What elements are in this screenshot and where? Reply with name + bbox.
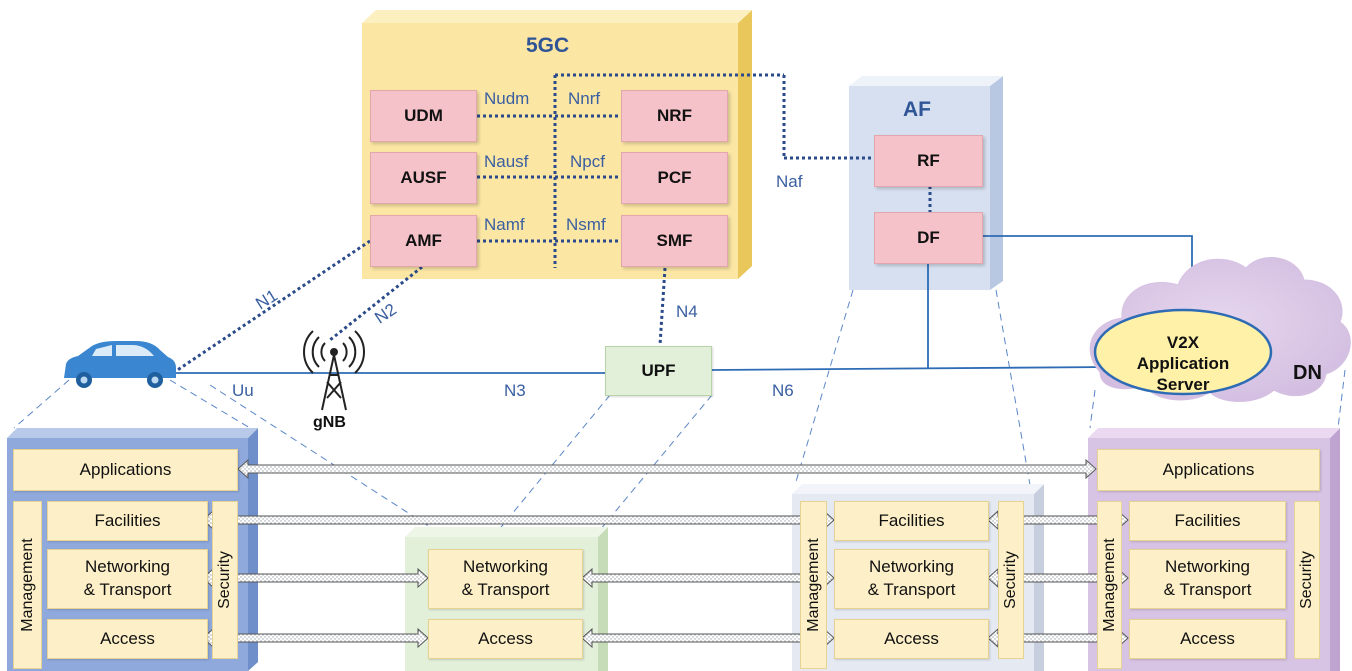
amf-box: AMF bbox=[370, 215, 477, 267]
car-icon bbox=[64, 341, 176, 388]
data-plane-lines bbox=[175, 235, 1193, 374]
nudm-label: Nudm bbox=[484, 89, 530, 108]
smf-box: SMF bbox=[621, 215, 728, 267]
af-security-text: Security bbox=[1002, 551, 1019, 609]
vehicle-networking: Networking & Transport bbox=[47, 549, 208, 609]
vehicle-access: Access bbox=[47, 619, 208, 659]
upf-networking-line2: & Transport bbox=[461, 580, 550, 599]
n3-label: N3 bbox=[504, 381, 526, 400]
dn-management: Management bbox=[1097, 501, 1122, 669]
af-access: Access bbox=[834, 619, 989, 659]
vehicle-networking-line1: Networking bbox=[84, 557, 171, 577]
vehicle-networking-line2: & Transport bbox=[83, 580, 172, 599]
af-networking-line2: & Transport bbox=[867, 580, 956, 599]
gnb-label: gNB bbox=[313, 414, 346, 431]
af-networking: Networking & Transport bbox=[834, 549, 989, 609]
af-networking-line1: Networking bbox=[868, 557, 955, 577]
nausf-label: Nausf bbox=[484, 152, 529, 171]
nrf-box: NRF bbox=[621, 90, 728, 142]
nnrf-label: Nnrf bbox=[568, 89, 601, 108]
n4-label: N4 bbox=[676, 302, 698, 321]
dn-management-text: Management bbox=[1100, 538, 1118, 632]
upf-box: UPF bbox=[605, 346, 712, 396]
upf-access: Access bbox=[428, 619, 583, 659]
upf-networking: Networking & Transport bbox=[428, 549, 583, 609]
dn-cloud bbox=[1089, 257, 1351, 402]
dn-applications: Applications bbox=[1097, 449, 1320, 491]
server-line-2: Application bbox=[1136, 354, 1230, 373]
naf-label: Naf bbox=[776, 172, 803, 191]
pcf-box: PCF bbox=[621, 152, 728, 204]
udm-box: UDM bbox=[370, 90, 477, 142]
vehicle-facilities: Facilities bbox=[47, 501, 208, 541]
npcf-label: Npcf bbox=[570, 152, 605, 171]
vehicle-applications: Applications bbox=[13, 449, 238, 491]
dn-security-text: Security bbox=[1298, 551, 1315, 609]
af-management: Management bbox=[800, 501, 827, 669]
namf-label: Namf bbox=[484, 215, 525, 234]
uu-label: Uu bbox=[232, 381, 254, 400]
af-title: AF bbox=[903, 98, 931, 121]
dn-label: DN bbox=[1293, 362, 1322, 384]
server-line-1: V2X bbox=[1166, 333, 1200, 352]
af-facilities: Facilities bbox=[834, 501, 989, 541]
dn-security: Security bbox=[1294, 501, 1320, 659]
vehicle-security: Security bbox=[212, 501, 238, 659]
arrow-facilities bbox=[202, 509, 835, 531]
upf-networking-line1: Networking bbox=[462, 557, 549, 577]
vehicle-management: Management bbox=[13, 501, 42, 669]
rf-box: RF bbox=[874, 135, 983, 187]
dn-facilities: Facilities bbox=[1129, 501, 1286, 541]
v2x-server-label: V2X Application Server bbox=[1110, 332, 1256, 395]
antenna-tower-icon bbox=[303, 330, 365, 411]
af-security: Security bbox=[998, 501, 1024, 659]
nsmf-label: Nsmf bbox=[566, 215, 606, 234]
dn-networking: Networking & Transport bbox=[1129, 549, 1286, 609]
ausf-box: AUSF bbox=[370, 152, 477, 204]
core-network-title: 5GC bbox=[526, 34, 570, 57]
control-plane-lines bbox=[175, 73, 932, 373]
server-line-3: Server bbox=[1156, 375, 1210, 394]
af-management-text: Management bbox=[804, 538, 822, 632]
vehicle-security-text: Security bbox=[216, 551, 233, 609]
dn-networking-line1: Networking bbox=[1164, 557, 1251, 577]
dn-access: Access bbox=[1129, 619, 1286, 659]
arrow-applications bbox=[237, 458, 1097, 480]
dn-networking-line2: & Transport bbox=[1163, 580, 1252, 599]
df-box: DF bbox=[874, 212, 983, 264]
n6-label: N6 bbox=[772, 381, 794, 400]
vehicle-management-text: Management bbox=[18, 538, 36, 632]
